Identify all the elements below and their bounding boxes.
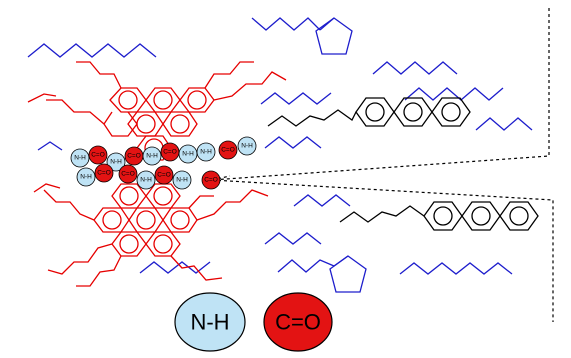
aromatic-core-lower [33,183,269,287]
svg-text:N-H: N-H [80,174,92,181]
anthracene-unit-upper [267,97,471,127]
bead-nh: N-H [70,148,90,168]
svg-text:N-H: N-H [146,153,158,160]
bead-co: C=O [94,163,114,183]
bead-co: C=O [154,165,174,185]
bead-co: C=O [218,140,238,160]
svg-text:C=O: C=O [127,153,141,160]
bead-nh: N-H [76,167,96,187]
svg-text:N-H: N-H [74,155,86,162]
bead-nh: N-H [136,170,156,190]
bead-nh: N-H [178,144,198,164]
dashed-wedge-outline [211,8,554,322]
hydrogen-bond-bead-chain-upper: N-H C=O N-H C=O N-H C=O N-H N-H C=O N-H [70,136,257,172]
cyclopentyl-side-chain-bottom [277,255,367,293]
legend-co-bead: C=O [263,292,333,352]
svg-text:N-H: N-H [182,151,194,158]
bead-nh: N-H [196,142,216,162]
svg-text:N-H: N-H [200,149,212,156]
legend-co-label: C=O [275,310,321,335]
svg-text:N-H: N-H [140,177,152,184]
svg-text:C=O: C=O [163,149,177,156]
cyclopentyl-side-chain-top [251,17,353,55]
svg-text:N-H: N-H [176,177,188,184]
svg-text:C=O: C=O [91,152,105,159]
bead-co: C=O [201,170,221,190]
bead-co: C=O [118,164,138,184]
svg-text:C=O: C=O [97,170,111,177]
bead-nh: N-H [142,146,162,166]
svg-text:C=O: C=O [121,171,135,178]
svg-text:N-H: N-H [110,159,122,166]
bead-co: C=O [88,145,108,165]
svg-text:C=O: C=O [221,147,235,154]
legend: N-H C=O [174,292,333,352]
anthracene-unit-lower [339,201,539,231]
svg-text:C=O: C=O [204,177,218,184]
bead-co: C=O [124,146,144,166]
bead-co: C=O [160,142,180,162]
hydrogen-bond-bead-chain-lower: N-H C=O C=O N-H C=O N-H C=O [76,163,221,190]
legend-nh-label: N-H [190,310,229,335]
bead-nh: N-H [172,170,192,190]
svg-text:N-H: N-H [241,143,253,150]
svg-text:C=O: C=O [157,172,171,179]
legend-nh-bead: N-H [174,292,246,352]
bead-nh: N-H [106,152,126,172]
bead-nh: N-H [237,136,257,156]
